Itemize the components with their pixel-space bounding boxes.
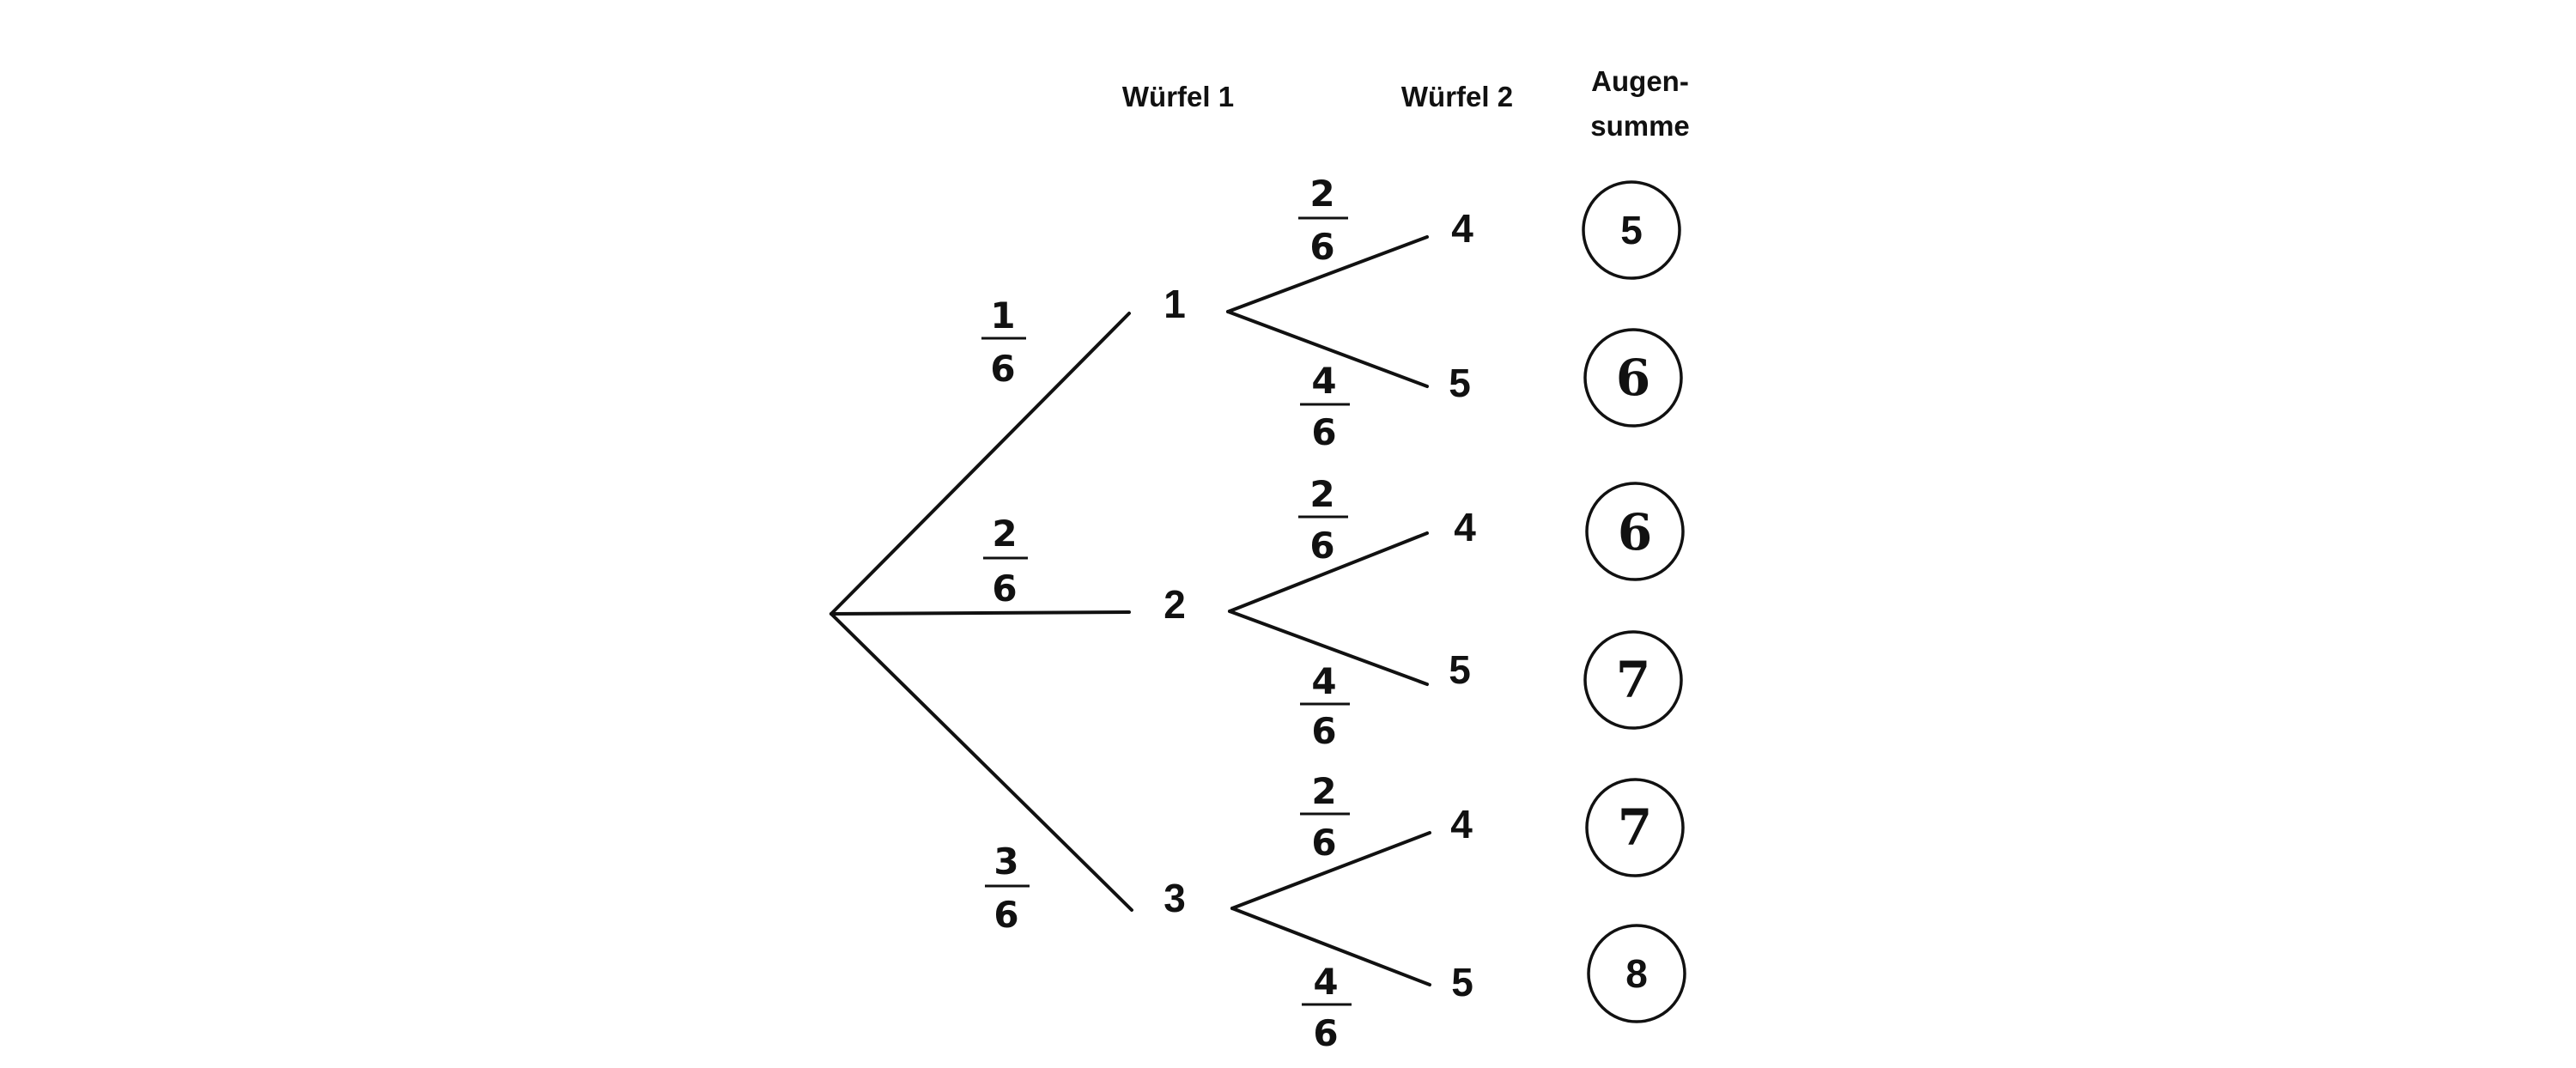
edge-root-1	[829, 312, 1131, 616]
sum-circle-4: 7	[1583, 630, 1683, 730]
edge-3-4	[1230, 831, 1431, 910]
sum-circle-outline	[1583, 630, 1683, 730]
sum-value-3: 6	[1618, 503, 1652, 561]
edge-root-2	[829, 610, 1131, 616]
prob-3-4-num: 2	[1311, 770, 1336, 812]
node-w2-3-4: 4	[1450, 802, 1473, 847]
edge-2-4	[1228, 531, 1429, 613]
header-wuerfel-2: Würfel 2	[1401, 81, 1513, 112]
edge-1-5	[1226, 310, 1429, 388]
sum-circle-outline	[1587, 924, 1686, 1023]
prob-root-1-den: 6	[990, 348, 1015, 390]
edge-1-4	[1226, 235, 1429, 313]
node-w2-2-5: 5	[1449, 647, 1471, 692]
node-w2-1-4: 4	[1451, 206, 1473, 251]
sum-circle-outline	[1585, 482, 1685, 581]
prob-2-5-den: 6	[1311, 710, 1336, 752]
prob-2-5: 4 6	[1300, 660, 1350, 752]
node-w2-1-5: 5	[1449, 361, 1471, 405]
prob-1-5-num: 4	[1311, 360, 1336, 402]
edge-2-5	[1228, 610, 1429, 686]
node-w2-3-5: 5	[1451, 960, 1473, 1004]
sum-value-1: 5	[1620, 208, 1643, 252]
sum-value-5: 7	[1618, 798, 1652, 857]
edge-root-3	[829, 612, 1133, 912]
prob-2-4-num: 2	[1309, 473, 1334, 515]
node-w2-2-4: 4	[1454, 505, 1476, 549]
sum-circle-3: 6	[1585, 482, 1685, 581]
sum-circle-2: 6	[1583, 328, 1683, 428]
sum-circle-outline	[1585, 778, 1685, 877]
prob-1-4-num: 2	[1309, 173, 1334, 215]
prob-root-3: 3 6	[985, 840, 1030, 936]
prob-2-4: 2 6	[1298, 473, 1348, 567]
header-wuerfel-1: Würfel 1	[1122, 81, 1234, 112]
sum-circle-1: 5	[1582, 180, 1681, 280]
prob-2-5-num: 4	[1311, 660, 1336, 702]
sum-value-4: 7	[1616, 651, 1650, 709]
prob-root-2: 2 6	[983, 513, 1028, 610]
prob-1-4: 2 6	[1298, 173, 1348, 268]
sum-circle-6: 8	[1587, 924, 1686, 1023]
prob-3-5: 4 6	[1302, 961, 1352, 1054]
prob-2-4-den: 6	[1309, 525, 1334, 567]
prob-3-5-num: 4	[1313, 961, 1338, 1003]
prob-root-1-num: 1	[990, 294, 1015, 337]
sum-circle-outline	[1582, 180, 1681, 280]
sum-value-6: 8	[1625, 951, 1648, 996]
prob-1-4-den: 6	[1309, 226, 1334, 268]
prob-3-4: 2 6	[1300, 770, 1350, 864]
node-w1-1: 1	[1163, 282, 1186, 326]
node-w1-3: 3	[1163, 876, 1186, 920]
prob-1-5-den: 6	[1311, 411, 1336, 453]
prob-root-2-num: 2	[992, 513, 1017, 555]
prob-root-1: 1 6	[981, 294, 1026, 390]
edge-3-5	[1230, 907, 1431, 986]
prob-root-3-num: 3	[993, 840, 1018, 883]
sum-circle-outline	[1583, 328, 1683, 428]
prob-3-5-den: 6	[1313, 1012, 1338, 1054]
prob-root-3-den: 6	[993, 894, 1018, 936]
prob-1-5: 4 6	[1300, 360, 1350, 453]
header-augensumme-line1: Augen-	[1591, 65, 1689, 97]
prob-3-4-den: 6	[1311, 822, 1336, 864]
sum-value-2: 6	[1616, 349, 1650, 407]
prob-root-2-den: 6	[992, 567, 1017, 610]
node-w1-2: 2	[1163, 582, 1186, 627]
header-augensumme-line2: summe	[1590, 110, 1690, 142]
sum-circle-5: 7	[1585, 778, 1685, 877]
